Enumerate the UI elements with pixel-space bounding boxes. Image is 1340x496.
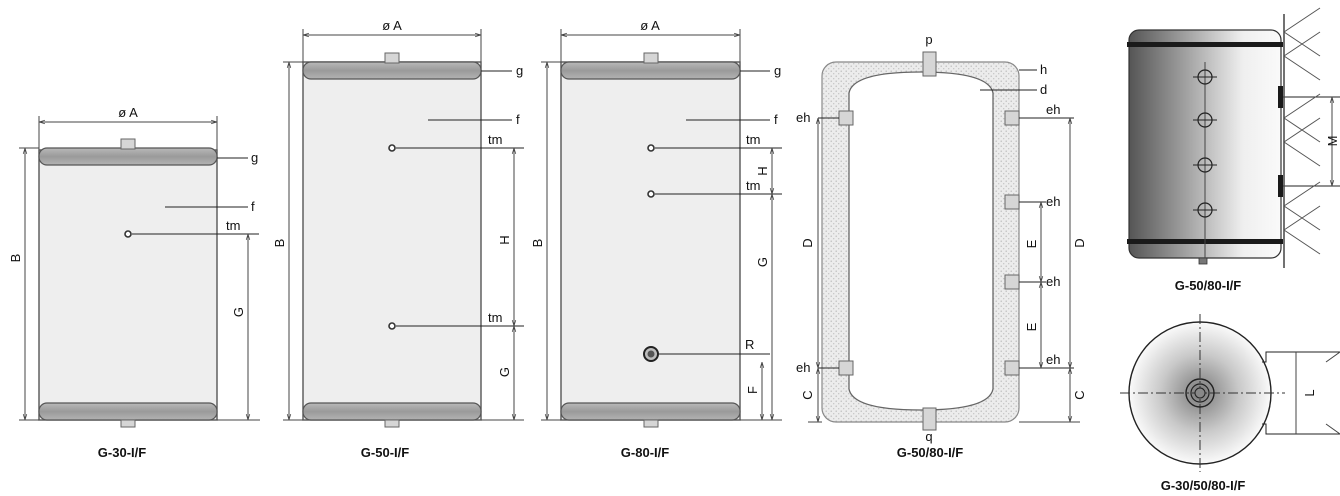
dim-label-b: B <box>530 239 545 248</box>
label-g: g <box>774 63 781 78</box>
dim-label-g: G <box>497 367 512 377</box>
dim-label-e-upper: E <box>1024 239 1039 248</box>
label-eh-right-1: eh <box>1046 102 1060 117</box>
heater-connection-right-3 <box>1004 274 1020 290</box>
label-p: p <box>925 32 932 47</box>
label-g: g <box>516 63 523 78</box>
heater-connection-right-4 <box>1004 360 1020 376</box>
dim-label-f: F <box>745 386 760 394</box>
center-port-inner <box>1190 383 1210 403</box>
heater-connection-right-2 <box>1004 194 1020 210</box>
label-tm-upper: tm <box>488 132 502 147</box>
tank-body <box>302 61 482 421</box>
sensor-point-lower <box>388 322 396 330</box>
tank-foot <box>1198 257 1208 265</box>
dim-label-l: L <box>1302 389 1317 396</box>
tank-body <box>560 61 741 421</box>
label-r: R <box>745 337 754 352</box>
dim-label-b: B <box>8 254 23 263</box>
top-connection-p <box>922 51 937 77</box>
top-nozzle <box>384 52 400 64</box>
bottom-nozzle <box>643 419 659 428</box>
bottom-nozzle <box>384 419 400 428</box>
dim-label-a: ø A <box>382 18 402 33</box>
dim-label-b: B <box>272 239 287 248</box>
label-eh-right-4: eh <box>1046 352 1060 367</box>
caption-wall-tank: G-50/80-I/F <box>1175 278 1242 293</box>
inner-vessel <box>848 71 994 411</box>
label-h: h <box>1040 62 1047 77</box>
label-f: f <box>251 199 255 214</box>
tank-g50-drawing: ø A B g f tm tm H G G-50-I/F <box>272 18 524 460</box>
dim-label-d-right: D <box>1072 238 1087 247</box>
dim-line-l-outer <box>1325 351 1340 435</box>
bottom-cap <box>38 402 218 421</box>
wall-mounted-tank-drawing: M G-50/80-I/F <box>1127 7 1340 293</box>
end-view-drawing: L G-30/50/80-I/F <box>1120 314 1340 493</box>
heater-connection-right-1 <box>1004 110 1020 126</box>
top-cap <box>560 61 741 80</box>
dim-label-c-left: C <box>800 390 815 399</box>
sensor-point-upper <box>647 144 655 152</box>
heater-connection-left-top <box>838 110 854 126</box>
wall-bracket-upper <box>1278 86 1283 108</box>
bottom-cap <box>560 402 741 421</box>
label-tm-upper: tm <box>746 132 760 147</box>
dim-label-h: H <box>497 235 512 244</box>
bracket-upper <box>1262 351 1340 363</box>
tank-g30-drawing: ø A B g f tm G G-30-I/F <box>8 105 260 460</box>
caption-section: G-50/80-I/F <box>897 445 964 460</box>
label-tm-lower: tm <box>488 310 502 325</box>
top-cap <box>302 61 482 80</box>
dim-label-g: G <box>755 257 770 267</box>
wall-hatching <box>1283 7 1321 255</box>
label-q: q <box>925 429 932 444</box>
dim-label-c-right: C <box>1072 390 1087 399</box>
sensor-point <box>124 230 132 238</box>
tank-section-drawing: p q h d eh eh D C eh eh eh eh E E <box>796 32 1087 460</box>
caption-g50: G-50-I/F <box>361 445 409 460</box>
bottom-cap <box>302 402 482 421</box>
center-port-core <box>1194 387 1206 399</box>
label-f: f <box>774 112 778 127</box>
caption-g30: G-30-I/F <box>98 445 146 460</box>
label-eh-right-2: eh <box>1046 194 1060 209</box>
return-connection-core <box>647 350 655 358</box>
dim-label-e-lower: E <box>1024 322 1039 331</box>
dim-label-a: ø A <box>118 105 138 120</box>
dim-label-h: H <box>755 166 770 175</box>
label-eh-left-top: eh <box>796 110 810 125</box>
label-d: d <box>1040 82 1047 97</box>
heater-connection-left-bottom <box>838 360 854 376</box>
port-icons <box>1193 62 1217 258</box>
label-tm-lower: tm <box>746 178 760 193</box>
bottom-nozzle <box>120 419 136 428</box>
tank-body <box>38 149 218 421</box>
label-eh-left-bottom: eh <box>796 360 810 375</box>
dim-label-g: G <box>231 307 246 317</box>
label-f: f <box>516 112 520 127</box>
sensor-point-upper <box>388 144 396 152</box>
label-eh-right-3: eh <box>1046 274 1060 289</box>
tank-band-top <box>1127 42 1283 47</box>
label-g: g <box>251 150 258 165</box>
wall-bracket-lower <box>1278 175 1283 197</box>
caption-g80: G-80-I/F <box>621 445 669 460</box>
center-port <box>1185 378 1215 408</box>
tank-g80-drawing: ø A B g f tm tm R H G F G-80-I/F <box>530 18 782 460</box>
dim-label-a: ø A <box>640 18 660 33</box>
caption-end-view: G-30/50/80-I/F <box>1161 478 1246 493</box>
label-tm: tm <box>226 218 240 233</box>
sensor-point-lower <box>647 190 655 198</box>
top-nozzle <box>643 52 659 64</box>
top-cap <box>38 147 218 166</box>
top-nozzle <box>120 138 136 150</box>
bottom-connection-q <box>922 407 937 431</box>
dim-label-m: M <box>1325 136 1340 147</box>
dim-label-d-left: D <box>800 238 815 247</box>
bracket-lower <box>1262 423 1340 435</box>
